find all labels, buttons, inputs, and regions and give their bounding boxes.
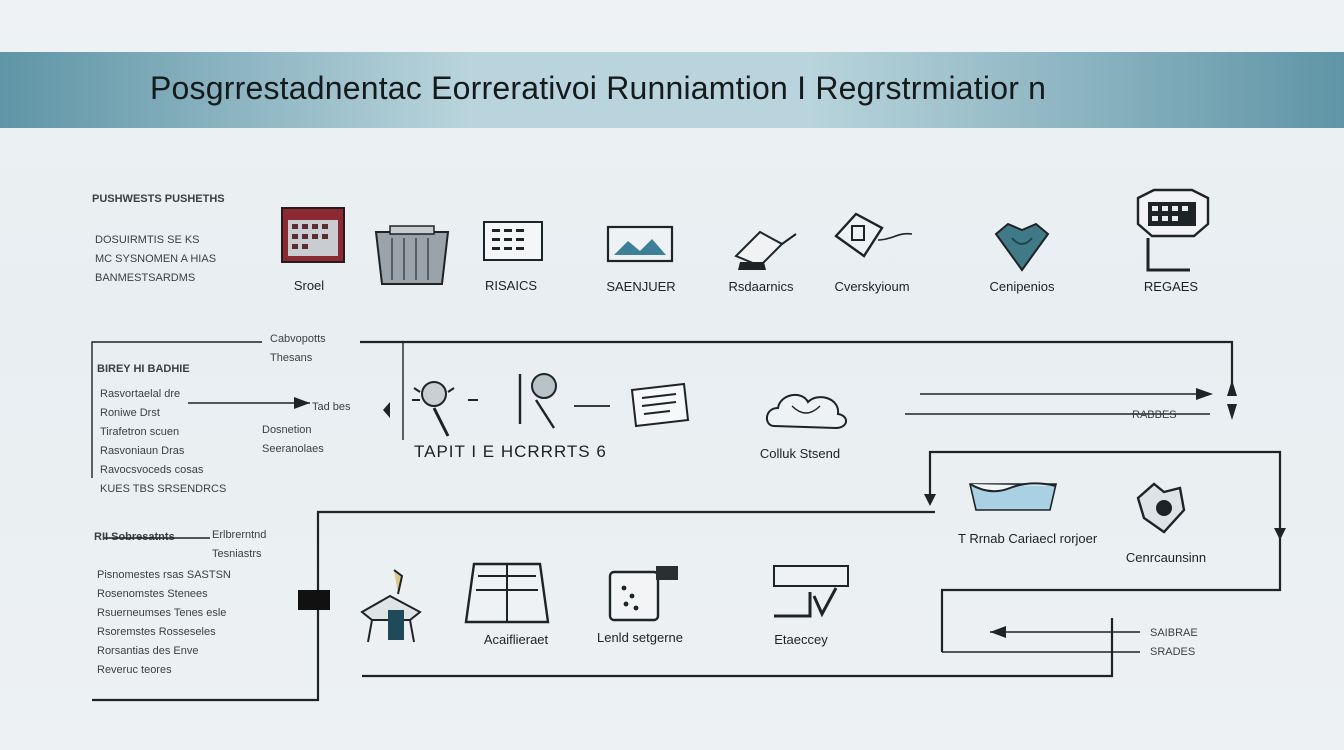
left-mid-notes: Cabvopotts Thesans: [270, 330, 326, 368]
top-row-label: SAENJUER: [606, 279, 676, 294]
bottom-right-note: SRADES: [1150, 646, 1196, 658]
handshake-icon: [1136, 482, 1186, 534]
left-mid-note: Thesans: [270, 352, 313, 364]
building-icon: [374, 225, 450, 285]
process-label: TAPIT I E HCRRRTS 6: [414, 442, 607, 461]
left-bottom-lines: Pisnomestes rsas SASTSN Rosenomstes Sten…: [97, 566, 231, 680]
left-mid-note: Seeranolaes: [262, 443, 324, 455]
bottom-row-label: Etaeccey: [774, 632, 828, 647]
left-mid-line: Rasvoniaun Dras: [100, 445, 185, 457]
right-note: RABBES: [1132, 409, 1177, 421]
top-row-label: Rsdaarnics: [728, 279, 794, 294]
lamp-icon: [412, 381, 478, 437]
left-bottom-line: Pisnomestes rsas SASTSN: [97, 569, 231, 581]
left-mid-notes-right: Tad bes: [312, 398, 351, 417]
left-mid-note: Tad bes: [312, 401, 351, 413]
left-bottom-line: Rosenomstes Stenees: [97, 588, 208, 600]
calendar-icon: [281, 207, 345, 263]
bottom-row-label: Lenld setgerne: [596, 630, 683, 645]
check-tray-icon: [773, 565, 849, 618]
left-bottom-notes: Erlbrerntnd Tesniastrs: [212, 526, 266, 564]
left-mid-line: Roniwe Drst: [100, 407, 160, 419]
left-bottom-line: Rsuerneumses Tenes esle: [97, 607, 227, 619]
left-bottom-heading: RII Sobresatnts: [94, 531, 175, 543]
left-bottom-line: Rorsantias des Enve: [97, 645, 199, 657]
left-top-line: BANMESTSARDMS: [95, 272, 196, 284]
top-row-label: RISAICS: [484, 278, 537, 293]
cloud-label: Colluk Stsend: [759, 446, 841, 461]
left-mid-line: Rasvortaelal dre: [100, 388, 181, 400]
clipboard-icon: [608, 566, 678, 622]
document-grid-icon: [483, 221, 543, 261]
left-mid-notes-lower: Dosnetion Seeranolaes: [262, 421, 324, 459]
easel-icon: [360, 569, 422, 643]
left-mid-heading: BIREY HI BADHIE: [97, 363, 190, 375]
page-title: Posgrrestadnentac Eorrerativoi Runniamti…: [150, 70, 1047, 106]
bottom-right-note: SAIBRAE: [1150, 627, 1198, 639]
magnifier-icon: [518, 373, 610, 429]
top-row-label: Cenipenios: [989, 279, 1055, 294]
heart-shield-icon: [994, 222, 1050, 272]
ice-tray-icon: [968, 482, 1058, 511]
top-row-label: REGAES: [1143, 279, 1199, 294]
title-banner: [0, 52, 1344, 128]
right-loop-label: Cenrcaunsinn: [1125, 550, 1207, 565]
left-mid-lines: Rasvortaelal dre Roniwe Drst Tirafetron …: [100, 385, 226, 499]
top-row-label: Cverskyioum: [834, 279, 910, 294]
left-mid-note: Dosnetion: [262, 424, 312, 436]
left-top-heading: PUSHWESTS PUSHETHS: [92, 193, 225, 205]
left-mid-line: Tirafetron scuen: [100, 426, 180, 438]
left-mid-line: Ravocsvoceds cosas: [100, 464, 204, 476]
left-bottom-line: Rsoremstes Rosseseles: [97, 626, 216, 638]
right-loop-label: T Rrnab Cariaecl rorjoer: [958, 531, 1098, 546]
tag-icon: [834, 212, 913, 258]
left-bottom-note: Tesniastrs: [212, 548, 262, 560]
top-row-label: Sroel: [293, 278, 325, 293]
left-top-line: DOSUIRMTIS SE KS: [95, 234, 200, 246]
stapler-icon: [734, 230, 797, 270]
left-mid-line: KUES TBS SRSENDRCS: [100, 483, 227, 495]
note-icon: [630, 382, 690, 428]
monitor-icon: [606, 225, 674, 263]
bottom-row-label: Acaiflieraet: [483, 632, 549, 647]
arrowheads: [294, 380, 1286, 638]
left-top-line: MC SYSNOMEN A HIAS: [95, 253, 217, 265]
register-icon: [1136, 188, 1210, 272]
left-top-lines: DOSUIRMTIS SE KS MC SYSNOMEN A HIAS BANM…: [95, 231, 216, 288]
cabinet-icon: [464, 562, 550, 624]
left-bottom-note: Erlbrerntnd: [212, 529, 267, 541]
junction-block: [298, 590, 330, 610]
left-bottom-line: Reveruc teores: [97, 664, 172, 676]
left-mid-note: Cabvopotts: [270, 333, 326, 345]
bottom-right-notes: SAIBRAE SRADES: [1150, 624, 1198, 662]
cloud-icon: [766, 393, 847, 430]
